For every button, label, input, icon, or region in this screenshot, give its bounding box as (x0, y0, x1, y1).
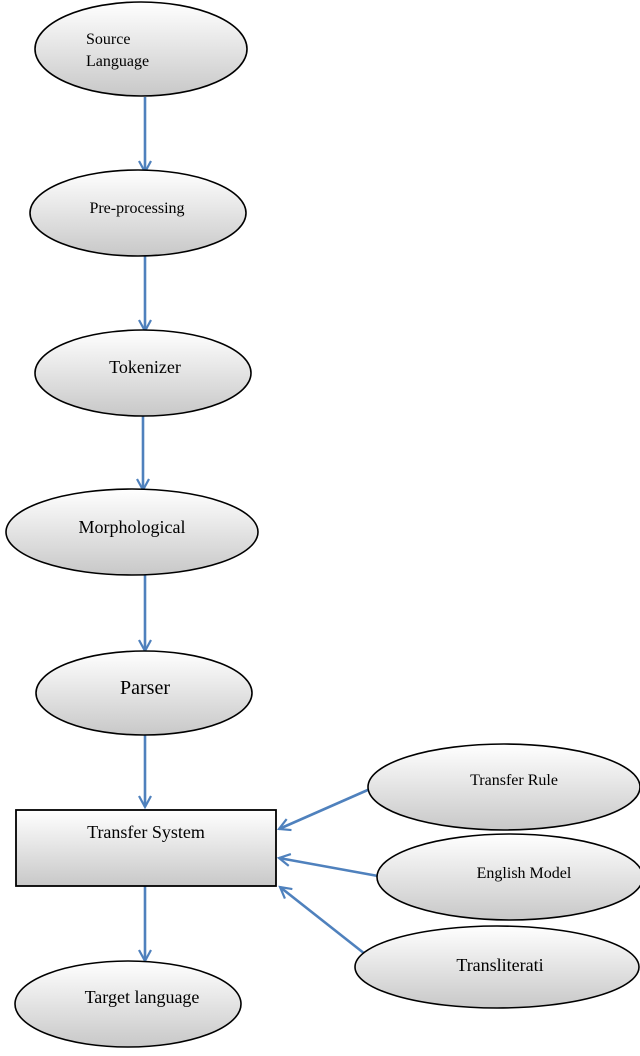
transfer-rule-label: Transfer Rule (470, 772, 558, 789)
flow-arrows (143, 97, 379, 961)
preprocessing-node: Pre-processing (29, 169, 247, 257)
target-language-label: Target language (85, 987, 200, 1007)
morphological-label: Morphological (79, 517, 186, 537)
english-model-label: English Model (477, 865, 572, 882)
parser-node: Parser (35, 650, 253, 736)
morphological-node: Morphological (5, 488, 259, 576)
parser-label: Parser (120, 677, 170, 699)
transfer-rule-node: Transfer Rule (367, 743, 640, 831)
arrow-english-model-to-transfer-system (279, 858, 379, 878)
english-model-node: English Model (376, 833, 640, 921)
transliteration-node: Transliterati (354, 925, 640, 1009)
transliteration-label: Transliterati (456, 955, 543, 975)
transfer-system-node: Transfer System (15, 809, 277, 887)
source-language-label-line2: Language (86, 53, 149, 70)
source-language-label-line1: Source (86, 31, 130, 48)
arrow-transfer-rule-to-transfer-system (279, 787, 371, 829)
transfer-system-label: Transfer System (87, 822, 205, 842)
target-language-node: Target language (14, 960, 242, 1048)
source-language-node: Source Language (34, 1, 248, 97)
tokenizer-label: Tokenizer (109, 357, 181, 377)
preprocessing-label: Pre-processing (89, 200, 184, 217)
arrow-transliteration-to-transfer-system (280, 887, 366, 956)
tokenizer-node: Tokenizer (34, 329, 252, 417)
